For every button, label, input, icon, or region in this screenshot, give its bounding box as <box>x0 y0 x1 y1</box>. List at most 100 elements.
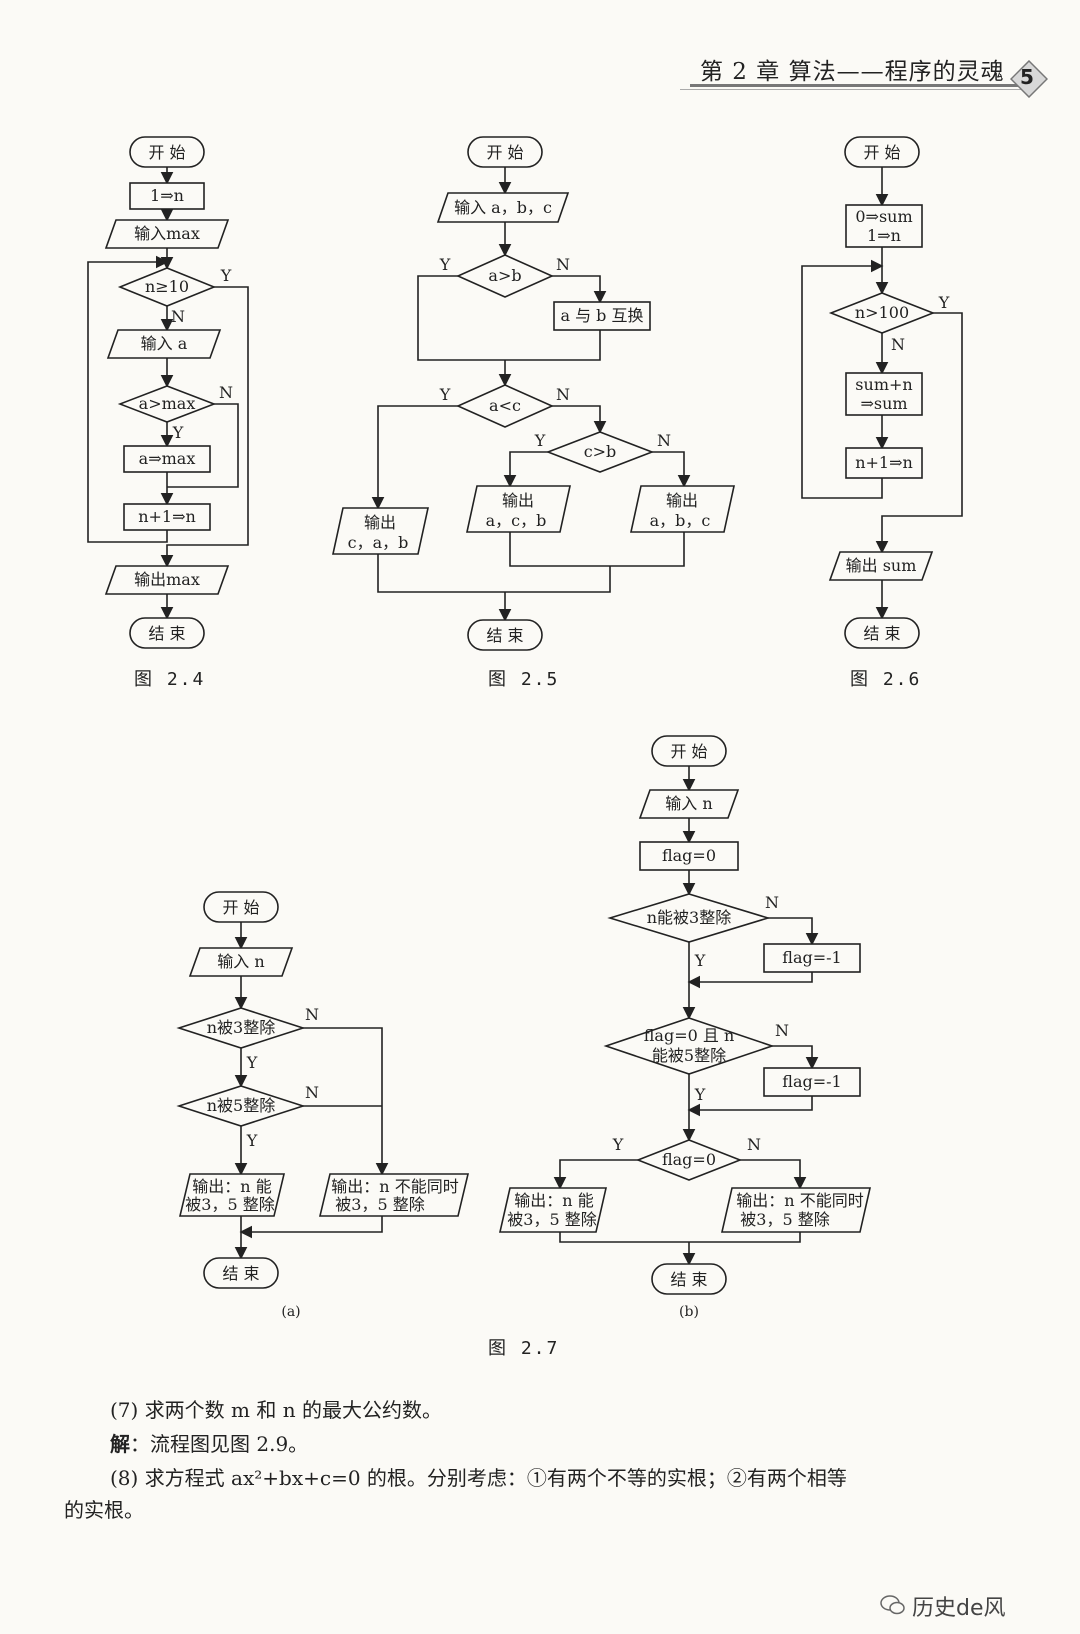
init-label: 1⇒n <box>150 186 184 205</box>
init-box <box>129 182 205 210</box>
cond5-line2: 能被5整除 <box>652 1046 726 1065</box>
header-rule <box>690 84 1030 87</box>
output-cab-box <box>332 507 429 555</box>
incr-label: n+1⇒n <box>855 453 913 472</box>
out-yes-line1: 输出：n 能 <box>514 1191 593 1210</box>
problem-8-line2: 的实根。 <box>64 1498 144 1522</box>
no-label: N <box>891 335 905 354</box>
out-no-line2: 被3，5 整除 <box>335 1195 424 1214</box>
cond5-line1: flag=0 且 n <box>644 1026 735 1045</box>
out-no-line1: 输出：n 不能同时 <box>736 1191 863 1210</box>
output-abc-box <box>630 485 735 533</box>
incr-box <box>845 447 923 479</box>
output-no-box <box>720 1187 872 1233</box>
output-yes-box <box>178 1173 286 1217</box>
assign-box <box>123 445 211 473</box>
yes-label: Y <box>246 1053 258 1072</box>
no-label: N <box>556 385 570 404</box>
cond3-label: n被3整除 <box>207 1018 276 1037</box>
out-abc-line2: a，b，c <box>650 511 711 530</box>
input-label: 输入 a，b，c <box>454 198 552 217</box>
figure-caption: 图 2.6 <box>850 669 922 690</box>
decision-cb <box>545 431 655 473</box>
cond2-label: a<c <box>489 396 521 415</box>
header-rule-thin <box>680 89 1030 90</box>
incr-box <box>123 503 211 531</box>
out-no-line1: 输出：n 不能同时 <box>331 1177 458 1196</box>
yes-label: Y <box>439 385 451 404</box>
figure-2-7a <box>176 891 470 1289</box>
input-max-label: 输入max <box>134 224 200 243</box>
decision-flag <box>635 1139 743 1181</box>
start-label: 开 始 <box>486 143 523 162</box>
no-label: N <box>305 1083 319 1102</box>
output-acb-box <box>466 485 571 533</box>
out-yes-line2: 被3，5 整除 <box>507 1210 596 1229</box>
input-a-label: 输入 a <box>141 334 188 353</box>
end-label: 结 束 <box>670 1270 707 1289</box>
start-label: 开 始 <box>863 143 900 162</box>
output-sum-box <box>828 551 934 581</box>
end-label: 结 束 <box>863 624 900 643</box>
out-yes-line2: 被3，5 整除 <box>185 1195 274 1214</box>
output-yes-box <box>498 1187 608 1233</box>
yes-label: Y <box>938 293 950 312</box>
subfig-a-label: (a) <box>281 1304 300 1320</box>
out-acb-line2: a，c，b <box>486 511 547 530</box>
assign-label: a⇒max <box>139 449 196 468</box>
watermark: 历史de风 <box>912 1596 1006 1621</box>
out-cab-line1: 输出 <box>364 513 396 532</box>
input-box <box>436 192 570 223</box>
figure-2-4 <box>87 136 249 649</box>
cond-a-label: a>max <box>139 394 196 413</box>
figure-caption: 图 2.7 <box>488 1338 560 1359</box>
end-terminal <box>467 619 543 651</box>
input-label: 输入 n <box>217 952 264 971</box>
end-label: 结 束 <box>148 624 185 643</box>
init-box <box>845 204 923 248</box>
cond-n-label: n≥10 <box>145 277 189 296</box>
solution-text: ：流程图见图 2.9。 <box>130 1432 309 1456</box>
no-label: N <box>556 255 570 274</box>
chapter-title: 第 2 章 算法——程序的灵魂 <box>700 59 1005 85</box>
input-label: 输入 n <box>665 794 712 813</box>
yes-label: Y <box>694 1085 706 1104</box>
cond1-label: a>b <box>488 266 521 285</box>
figure-2-7b <box>498 735 872 1295</box>
end-terminal <box>203 1257 279 1289</box>
output-no-box <box>318 1173 470 1217</box>
input-a-box <box>106 329 222 359</box>
input-box <box>188 947 294 977</box>
output-label: 输出 sum <box>846 556 917 575</box>
yes-label: Y <box>534 431 546 450</box>
output-max-box <box>104 565 230 595</box>
output-label: 输出max <box>134 570 200 589</box>
init-box <box>639 841 739 871</box>
no-label: N <box>747 1135 761 1154</box>
no-label: N <box>219 383 233 402</box>
yes-label: Y <box>439 255 451 274</box>
out-no-line2: 被3，5 整除 <box>740 1210 829 1229</box>
no-label: N <box>305 1005 319 1024</box>
figure-2-6 <box>801 136 963 649</box>
yes-label: Y <box>172 423 184 442</box>
page-number: 5 <box>1020 65 1034 89</box>
add-line2: ⇒sum <box>860 394 907 413</box>
input-max-box <box>104 219 230 249</box>
yes-label: Y <box>246 1131 258 1150</box>
add-line1: sum+n <box>855 375 912 394</box>
solution-line: 解：流程图见图 2.9。 <box>110 1430 308 1458</box>
swap-box <box>553 301 651 331</box>
figure-2-5 <box>332 136 735 651</box>
set-flag-1 <box>763 943 861 973</box>
problem-8-line1: (8) 求方程式 ax²+bx+c=0 的根。分别考虑：①有两个不等的实根；②有… <box>110 1466 847 1490</box>
decision-ab <box>456 254 554 298</box>
out-acb-line1: 输出 <box>502 491 534 510</box>
yes-label: Y <box>694 951 706 970</box>
condf-label: flag=0 <box>662 1150 716 1169</box>
end-label: 结 束 <box>222 1264 259 1283</box>
end-terminal <box>844 617 920 649</box>
no-label: N <box>775 1021 789 1040</box>
solution-label: 解 <box>110 1432 130 1456</box>
